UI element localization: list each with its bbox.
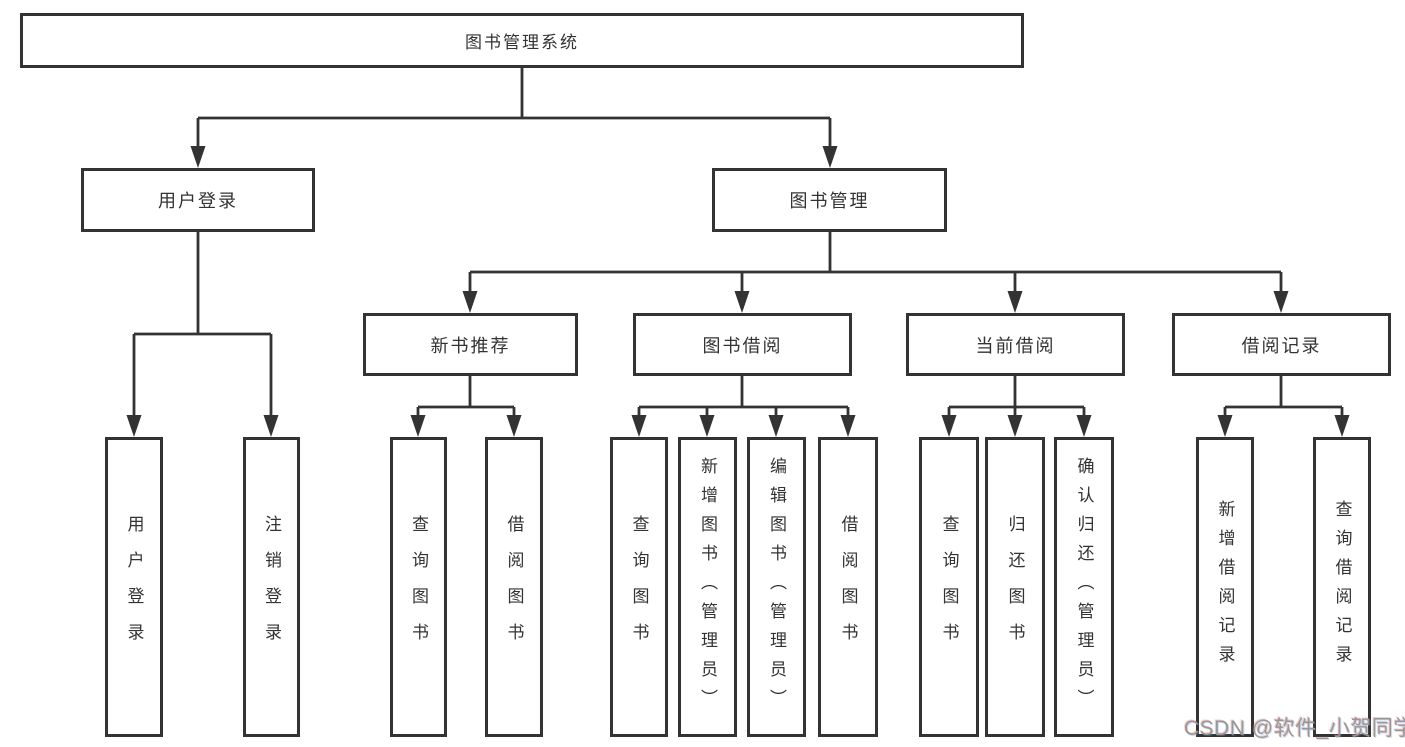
node-label: 新书推荐 [430,335,511,356]
arrowhead [190,146,206,168]
arrowhead [941,415,957,437]
node-label: 归还图书 [1005,515,1025,659]
node-leaf-query-borrow-record: 查询借阅记录 [1313,437,1371,737]
node-label: 查询图书 [939,515,959,659]
node-leaf-query-books-2: 查询图书 [610,437,668,737]
node-book-borrow: 图书借阅 [633,313,852,376]
node-label: 编辑图书（管理员） [767,456,786,718]
arrowhead [126,415,142,437]
arrowhead [1334,415,1350,437]
node-leaf-add-borrow-record: 新增借阅记录 [1196,437,1254,737]
arrowhead [1007,291,1023,313]
arrowhead [1273,291,1289,313]
node-leaf-return-books: 归还图书 [985,437,1045,737]
node-leaf-edit-book-admin: 编辑图书（管理员） [747,437,806,737]
arrowhead [840,415,856,437]
connectors-newbook-to-leaves [410,376,522,437]
node-label: 新增借阅记录 [1215,500,1235,674]
connectors-root-to-level2 [190,68,838,168]
connectors-bookmgmt-to-level3 [462,232,1289,313]
node-label: 查询图书 [629,515,649,659]
arrowhead [1076,415,1092,437]
node-label: 用户登录 [124,515,144,659]
connectors-userlogin-to-leaves [126,232,279,437]
node-label: 确认归还（管理员） [1074,456,1094,718]
node-leaf-logout: 注销登录 [243,437,300,737]
node-user-login-branch: 用户登录 [81,168,315,232]
node-label: 图书借阅 [702,335,783,356]
node-book-management-branch: 图书管理 [712,168,947,232]
arrowhead [822,146,838,168]
connectors-borrowrecords-to-leaves [1217,376,1350,437]
node-label: 新增图书（管理员） [698,456,717,718]
arrowhead [462,291,478,313]
node-leaf-query-books-3: 查询图书 [919,437,979,737]
node-label: 查询图书 [409,515,428,659]
node-label: 查询借阅记录 [1332,500,1352,674]
arrowhead [631,415,647,437]
arrowhead [506,415,522,437]
arrowhead [410,415,426,437]
node-label: 借阅图书 [838,515,858,659]
node-leaf-borrow-books-2: 借阅图书 [818,437,878,737]
csdn-watermark: CSDN @软件_小贺同学 [1184,717,1405,740]
node-leaf-confirm-return-admin: 确认归还（管理员） [1054,437,1114,737]
node-leaf-add-book-admin: 新增图书（管理员） [678,437,737,737]
node-library-management-system: 图书管理系统 [20,13,1024,68]
node-label: 用户登录 [158,191,238,211]
node-label: 借阅图书 [504,515,524,659]
arrowhead [699,415,715,437]
node-label: 注销登录 [262,515,281,659]
connectors-currentborrow-to-leaves [941,376,1092,437]
node-new-book-recommend: 新书推荐 [363,313,578,376]
node-leaf-query-books-1: 查询图书 [390,437,447,737]
arrowhead [734,291,750,313]
node-leaf-user-login: 用户登录 [105,437,163,737]
node-borrow-records: 借阅记录 [1172,313,1391,376]
node-label: 图书管理系统 [465,33,579,52]
arrowhead [768,415,784,437]
connectors-bookborrow-to-leaves [631,376,856,437]
node-leaf-borrow-books-1: 借阅图书 [485,437,543,737]
node-current-borrow: 当前借阅 [906,313,1125,376]
arrowhead [1217,415,1233,437]
node-label: 借阅记录 [1241,335,1322,356]
arrowhead [263,415,279,437]
node-label: 图书管理 [789,191,870,211]
node-label: 当前借阅 [975,335,1056,356]
arrowhead [1007,415,1023,437]
